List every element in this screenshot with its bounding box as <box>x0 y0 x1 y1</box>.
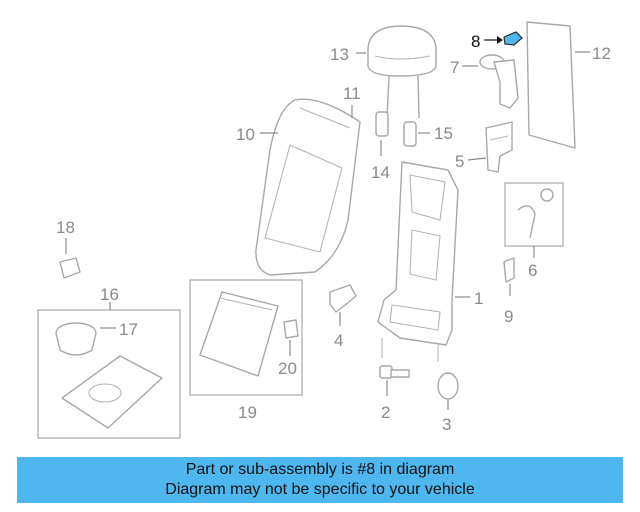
callout-19: 19 <box>238 403 257 422</box>
callout-2: 2 <box>381 403 390 422</box>
callout-6: 6 <box>528 261 537 280</box>
callout-8: 8 <box>471 32 480 51</box>
cupholder-part <box>55 322 97 356</box>
detail-box-19 <box>189 279 303 396</box>
callout-18: 18 <box>56 218 75 237</box>
callout-11: 11 <box>343 84 361 103</box>
callout-3: 3 <box>442 415 451 434</box>
callout-16: 16 <box>100 285 119 304</box>
headrest-part <box>367 25 437 119</box>
seat-frame-part <box>377 161 459 362</box>
clip-part-18 <box>59 257 81 279</box>
highlighted-part-8 <box>503 31 523 46</box>
leader-5 <box>467 157 487 161</box>
latch-bracket-part <box>329 284 357 313</box>
rod-part <box>517 205 536 239</box>
callout-1: 1 <box>474 289 483 308</box>
callout-7: 7 <box>450 58 459 77</box>
callout-14: 14 <box>371 163 390 182</box>
bolt-part <box>379 365 410 379</box>
callout-5: 5 <box>455 152 464 171</box>
callout-10: 10 <box>236 125 255 144</box>
callout-17: 17 <box>119 320 138 339</box>
parts-diagram: 13 11 10 14 15 1 2 3 4 <box>37 21 611 439</box>
side-panel-part <box>526 21 576 149</box>
clip-part-9 <box>503 257 515 283</box>
leader-8-arrow <box>497 36 503 44</box>
banner-line-1: Part or sub-assembly is #8 in diagram <box>185 461 455 478</box>
callout-12: 12 <box>592 44 611 63</box>
callout-9: 9 <box>504 307 513 326</box>
callout-4: 4 <box>334 331 343 350</box>
info-banner: Part or sub-assembly is #8 in diagram Di… <box>17 457 623 503</box>
callout-15: 15 <box>434 124 453 143</box>
clip-part-20 <box>283 319 299 339</box>
callout-13: 13 <box>330 45 349 64</box>
callout-20: 20 <box>278 359 297 378</box>
ring-part <box>437 372 459 400</box>
banner-line-2: Diagram may not be specific to your vehi… <box>165 481 475 498</box>
armrest-part <box>61 355 163 429</box>
headrest-guide-part <box>375 111 417 147</box>
seatback-panel-part <box>199 291 279 377</box>
bracket-part-7 <box>479 54 519 109</box>
detail-box-16 <box>37 309 181 439</box>
seatback-cushion-part <box>255 98 361 276</box>
bracket-part-5 <box>485 121 513 173</box>
